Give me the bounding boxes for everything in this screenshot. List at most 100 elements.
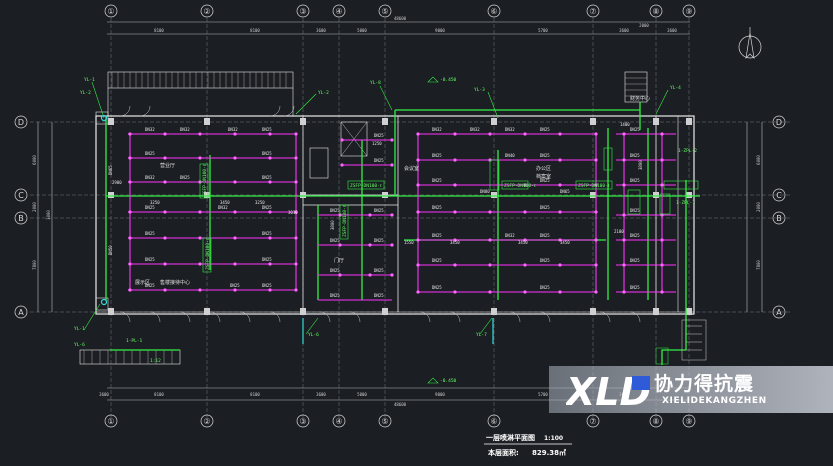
svg-text:DN25: DN25 <box>540 178 550 183</box>
svg-text:829.38㎡: 829.38㎡ <box>532 448 566 457</box>
pipe-size-labels: DN32 DN32 DN32 DN25 DN25 DN25 DN32 DN25 … <box>108 127 640 298</box>
svg-text:1-ZPL-1: 1-ZPL-1 <box>676 200 695 206</box>
svg-text:YL-8: YL-8 <box>370 80 381 86</box>
svg-text:⑦: ⑦ <box>589 7 596 16</box>
svg-text:DN25: DN25 <box>145 151 155 156</box>
svg-text:6000: 6000 <box>756 155 761 165</box>
svg-text:DN25: DN25 <box>432 205 442 210</box>
svg-text:⑤: ⑤ <box>381 7 388 16</box>
svg-text:2000: 2000 <box>756 202 761 212</box>
column-axis-top: ① ② ③ ④ ⑤ ⑥ ⑦ ⑧ ⑨ <box>104 4 696 18</box>
svg-text:DN25: DN25 <box>630 233 640 238</box>
row-axis-left: D C B A <box>14 115 28 319</box>
svg-text:DN25: DN25 <box>540 233 550 238</box>
svg-text:2900: 2900 <box>112 180 122 185</box>
svg-text:DN32: DN32 <box>505 127 515 132</box>
valve-tags: ZSFP-DN100-ℓ ZSFP-DN100-ℓ ZSFP-DN100-ℓ Z… <box>199 147 699 273</box>
svg-text:1-PL-1: 1-PL-1 <box>126 338 143 344</box>
svg-text:DN25: DN25 <box>432 153 442 158</box>
svg-text:3450: 3450 <box>450 240 460 245</box>
svg-text:YL-6: YL-6 <box>74 342 85 348</box>
svg-text:DN40: DN40 <box>505 153 515 158</box>
svg-text:YL-3: YL-3 <box>474 87 485 93</box>
svg-text:①: ① <box>107 7 114 16</box>
svg-text:1-ZPL-2: 1-ZPL-2 <box>678 148 697 154</box>
svg-text:DN32: DN32 <box>145 127 155 132</box>
svg-text:DN25: DN25 <box>180 175 190 180</box>
svg-text:DN25: DN25 <box>540 153 550 158</box>
structural-columns <box>108 118 692 315</box>
svg-text:DN25: DN25 <box>540 127 550 132</box>
svg-text:DN50: DN50 <box>108 245 113 255</box>
svg-text:3800: 3800 <box>638 160 643 170</box>
svg-text:②: ② <box>203 7 210 16</box>
svg-text:⑨: ⑨ <box>685 7 692 16</box>
svg-text:8100: 8100 <box>154 28 164 33</box>
room-labels: 营业厅 会议室 办公区 档案室 门厅 财务中心 售楼接待中心 展示区 <box>135 95 650 286</box>
svg-text:7800: 7800 <box>32 260 37 270</box>
svg-text:3600: 3600 <box>316 392 326 397</box>
svg-text:ZSFP-DN100-ℓ: ZSFP-DN100-ℓ <box>350 183 382 189</box>
svg-text:DN25: DN25 <box>540 205 550 210</box>
alarm-valve-detail <box>655 319 707 365</box>
svg-text:6000: 6000 <box>32 155 37 165</box>
svg-text:48600: 48600 <box>394 402 407 407</box>
elevation-markers: -0.450 -0.450 <box>427 76 457 384</box>
svg-text:DN25: DN25 <box>374 133 384 138</box>
svg-text:8100: 8100 <box>250 28 260 33</box>
svg-text:DN25: DN25 <box>630 178 640 183</box>
svg-text:营业厅: 营业厅 <box>160 162 175 169</box>
north-arrow-icon <box>738 27 762 60</box>
svg-text:⑥: ⑥ <box>490 7 497 16</box>
svg-text:3000: 3000 <box>46 210 51 220</box>
svg-text:5000: 5000 <box>357 392 367 397</box>
svg-text:DN32: DN32 <box>432 127 442 132</box>
svg-text:ZSFP-DN100-ℓ: ZSFP-DN100-ℓ <box>202 164 208 196</box>
svg-text:⑤: ⑤ <box>381 417 388 426</box>
svg-text:⑥: ⑥ <box>490 417 497 426</box>
svg-text:展示区: 展示区 <box>135 280 150 286</box>
svg-text:3800: 3800 <box>330 220 335 230</box>
svg-text:本层面积:: 本层面积: <box>487 448 519 457</box>
svg-text:⑧: ⑧ <box>652 7 659 16</box>
door-swings <box>119 105 641 323</box>
svg-text:3600: 3600 <box>619 28 629 33</box>
svg-text:DN32: DN32 <box>228 127 238 132</box>
svg-text:1250: 1250 <box>372 141 382 146</box>
svg-text:3600: 3600 <box>99 392 109 397</box>
stair-hatch <box>83 72 647 364</box>
svg-text:A: A <box>18 308 24 317</box>
svg-text:2000: 2000 <box>32 202 37 212</box>
watermark-band <box>549 366 833 413</box>
svg-text:DN25: DN25 <box>374 208 384 213</box>
svg-text:DN25: DN25 <box>630 208 640 213</box>
svg-text:5700: 5700 <box>538 392 548 397</box>
svg-text:DN25: DN25 <box>262 231 272 236</box>
svg-text:2000: 2000 <box>639 23 649 28</box>
main-pipes <box>105 102 700 365</box>
svg-text:DN25: DN25 <box>262 257 272 262</box>
svg-text:D: D <box>776 118 782 127</box>
svg-text:DN25: DN25 <box>432 258 442 263</box>
svg-text:DN80: DN80 <box>480 189 490 194</box>
svg-text:DN25: DN25 <box>374 268 384 273</box>
svg-text:DN25: DN25 <box>145 283 155 288</box>
svg-text:DN25: DN25 <box>540 285 550 290</box>
svg-text:DN32: DN32 <box>218 205 228 210</box>
svg-text:⑦: ⑦ <box>589 417 596 426</box>
svg-text:9000: 9000 <box>435 28 445 33</box>
svg-text:③: ③ <box>299 417 306 426</box>
svg-text:DN25: DN25 <box>540 258 550 263</box>
svg-text:C: C <box>18 191 24 200</box>
svg-text:DN25: DN25 <box>374 293 384 298</box>
svg-text:3450: 3450 <box>560 240 570 245</box>
svg-text:3600: 3600 <box>667 28 677 33</box>
svg-text:5700: 5700 <box>538 28 548 33</box>
svg-text:B: B <box>18 214 24 223</box>
svg-text:DN25: DN25 <box>630 153 640 158</box>
svg-text:YL-1: YL-1 <box>84 77 95 83</box>
svg-text:DN32: DN32 <box>145 175 155 180</box>
svg-text:3250: 3250 <box>150 200 160 205</box>
watermark-brand-pinyin: XIELIDEKANGZHEN <box>662 396 767 406</box>
